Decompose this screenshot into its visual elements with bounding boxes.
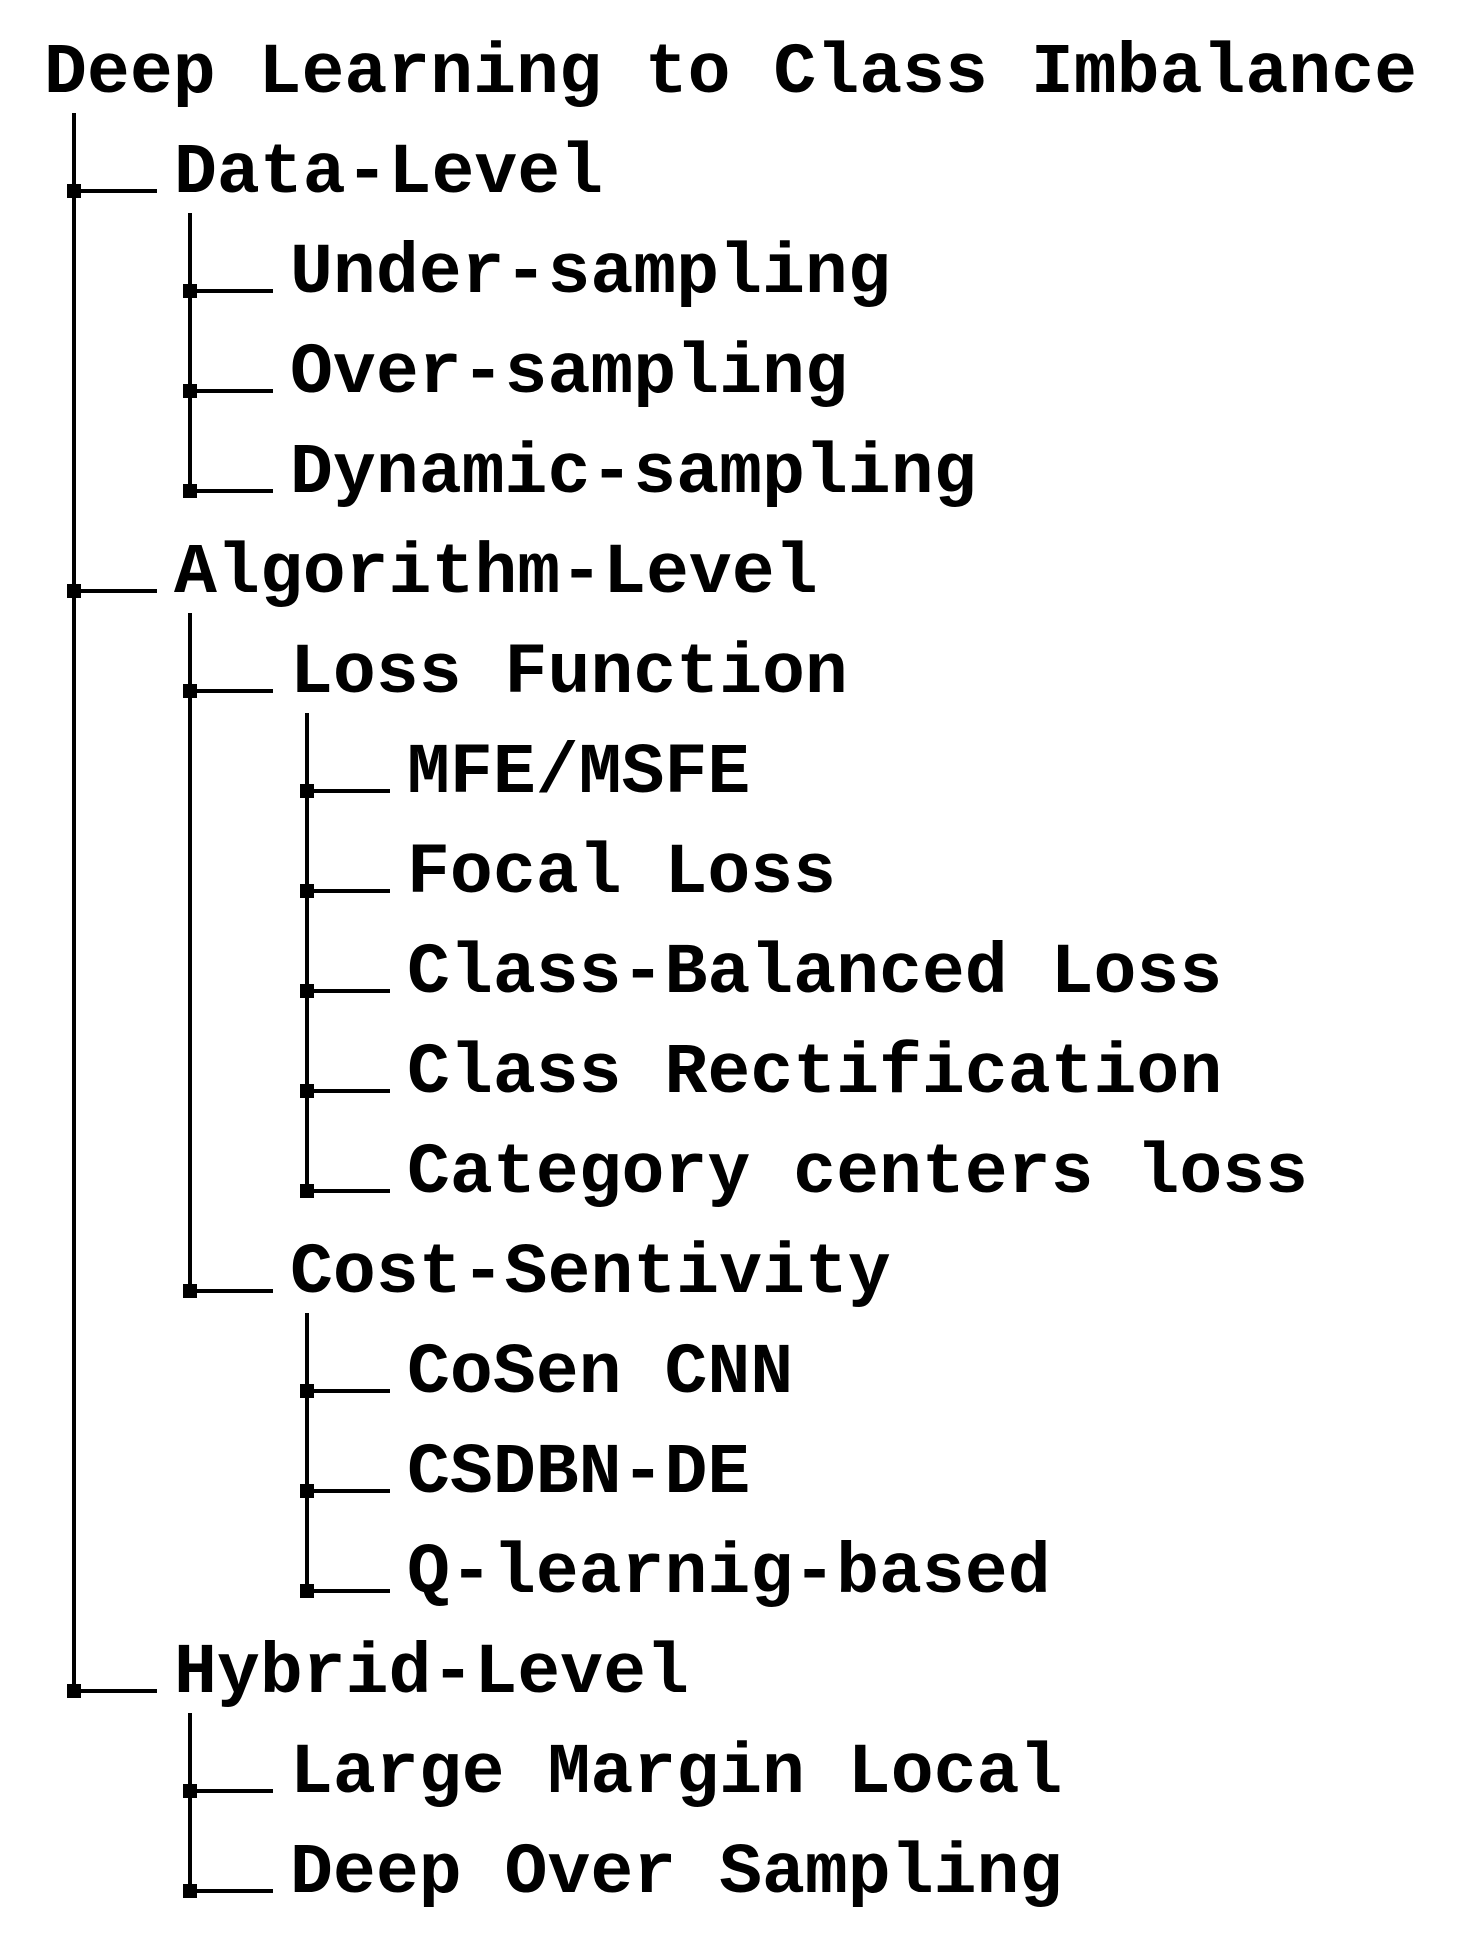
junction-square-marker	[300, 1084, 314, 1098]
junction-square-marker	[183, 1784, 197, 1798]
junction-square-marker	[183, 484, 197, 498]
tree-vertical-connector	[188, 1713, 192, 1893]
tree-branch-connector	[74, 189, 157, 193]
tree-node-label: MFE/MSFE	[407, 733, 751, 814]
tree-branch-connector	[190, 1889, 273, 1893]
tree-node-label: Over-sampling	[290, 333, 848, 414]
tree-branch-connector	[307, 1189, 390, 1193]
tree-branch-connector	[74, 589, 157, 593]
tree-branch-connector	[190, 1789, 273, 1793]
tree-node-label: Cost-Sentivity	[290, 1233, 891, 1314]
tree-vertical-connector	[305, 1313, 309, 1593]
tree-node-label: Hybrid-Level	[174, 1633, 689, 1714]
tree-node-label: Data-Level	[174, 133, 604, 214]
junction-square-marker	[183, 684, 197, 698]
tree-node-label: Class-Balanced Loss	[407, 933, 1223, 1014]
tree-node-label: Focal Loss	[407, 833, 837, 914]
junction-square-marker	[300, 984, 314, 998]
tree-branch-connector	[307, 989, 390, 993]
tree-branch-connector	[307, 1489, 390, 1493]
junction-square-marker	[183, 1884, 197, 1898]
junction-square-marker	[67, 584, 81, 598]
junction-square-marker	[300, 1384, 314, 1398]
tree-node-label: Category centers loss	[407, 1133, 1309, 1214]
tree-vertical-connector	[305, 713, 309, 1193]
junction-square-marker	[300, 784, 314, 798]
tree-node-label: Class Rectification	[407, 1033, 1223, 1114]
tree-branch-connector	[307, 1089, 390, 1093]
tree-vertical-connector	[188, 213, 192, 493]
tree-branch-connector	[190, 689, 273, 693]
junction-square-marker	[300, 1484, 314, 1498]
tree-branch-connector	[307, 1589, 390, 1593]
tree-vertical-connector	[188, 613, 192, 1293]
tree-node-label: Under-sampling	[290, 233, 891, 314]
tree-branch-connector	[190, 389, 273, 393]
junction-square-marker	[300, 1584, 314, 1598]
tree-branch-connector	[190, 1289, 273, 1293]
tree-node-label: CSDBN-DE	[407, 1433, 751, 1514]
tree-vertical-connector	[72, 113, 76, 1693]
tree-root-title: Deep Learning to Class Imbalance	[44, 33, 1418, 114]
tree-node-label: Loss Function	[290, 633, 848, 714]
junction-square-marker	[67, 184, 81, 198]
tree-node-label: CoSen CNN	[407, 1333, 794, 1414]
junction-square-marker	[183, 284, 197, 298]
tree-branch-connector	[307, 1389, 390, 1393]
tree-node-label: Deep Over Sampling	[290, 1833, 1063, 1914]
tree-branch-connector	[307, 789, 390, 793]
junction-square-marker	[67, 1684, 81, 1698]
tree-node-label: Algorithm-Level	[174, 533, 818, 614]
tree-node-label: Dynamic-sampling	[290, 433, 977, 514]
junction-square-marker	[183, 384, 197, 398]
tree-branch-connector	[190, 289, 273, 293]
tree-branch-connector	[307, 889, 390, 893]
tree-branch-connector	[190, 489, 273, 493]
tree-node-label: Large Margin Local	[290, 1733, 1063, 1814]
tree-node-label: Q-learnig-based	[407, 1533, 1051, 1614]
tree-branch-connector	[74, 1689, 157, 1693]
junction-square-marker	[300, 1184, 314, 1198]
junction-square-marker	[183, 1284, 197, 1298]
junction-square-marker	[300, 884, 314, 898]
